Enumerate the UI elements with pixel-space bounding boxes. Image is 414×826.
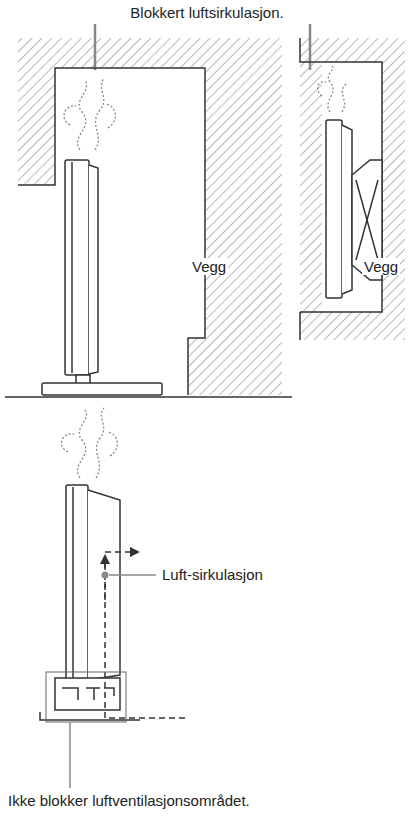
tv-side-view [40,485,140,720]
leader-line [69,722,71,788]
floor-line [5,396,292,398]
note-label: Ikke blokker luftventilasjonsområdet. [6,792,252,809]
wall-label: Vegg [362,258,400,275]
niche-outline [18,68,205,395]
note-label: Blokkert luftsirkulasjon. [128,4,285,21]
leader-dot [102,572,109,579]
wall-label: Vegg [190,258,228,275]
vent-area-frame [46,672,126,722]
heat-curls [61,408,117,478]
niche-outline [300,38,382,340]
wall-hatch [18,38,282,395]
heat-curls [64,78,115,150]
leader-line [109,574,156,576]
note-label: Luft-sirkulasjon [160,566,265,583]
tv-on-stand [42,160,162,395]
heat-curls [318,66,346,112]
wall-hatch [300,38,405,340]
